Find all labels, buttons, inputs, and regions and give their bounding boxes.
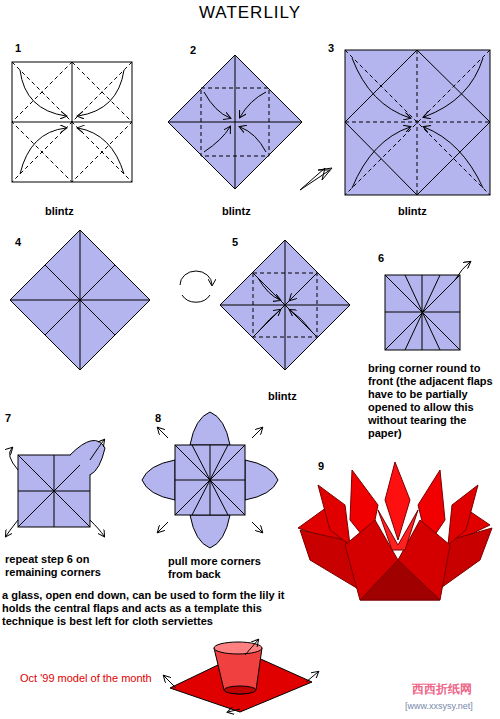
step4-diamond xyxy=(10,230,150,370)
watermark: 西西折纸网 xyxy=(412,683,472,696)
step-number: 3 xyxy=(328,42,334,55)
step5-diamond xyxy=(220,240,350,370)
step8-flower xyxy=(142,412,278,548)
watermark: [www.xxsysy.net] xyxy=(405,700,473,713)
step2-diamond xyxy=(168,55,302,189)
step-number: 2 xyxy=(190,44,196,57)
step-number: 5 xyxy=(232,236,238,249)
step-caption: blintz xyxy=(45,205,74,218)
technique-note: a glass, open end down, can be used to f… xyxy=(2,589,302,628)
waterlily-model xyxy=(298,462,492,600)
step-number: 7 xyxy=(5,412,11,425)
step-number: 9 xyxy=(318,460,324,473)
step-number: 6 xyxy=(378,252,384,265)
step-caption: blintz xyxy=(222,205,251,218)
step-note: bring corner round to front (the adjacen… xyxy=(368,362,493,440)
glass-template xyxy=(164,640,318,712)
step7-square xyxy=(6,440,105,536)
step-number: 8 xyxy=(155,412,161,425)
model-of-month-note: Oct '99 model of the month xyxy=(20,672,160,685)
step3-square xyxy=(345,50,490,195)
step-caption: blintz xyxy=(268,390,297,403)
step-caption: blintz xyxy=(398,205,427,218)
step-number: 1 xyxy=(15,42,21,55)
step6-square xyxy=(385,262,470,350)
step-note: repeat step 6 on remaining corners xyxy=(5,553,140,579)
diagram-title: WATERLILY xyxy=(100,6,400,19)
step-note: pull more corners from back xyxy=(168,555,278,581)
step1-square xyxy=(12,62,132,182)
flow-arrow xyxy=(300,168,332,190)
turn-over-arrow xyxy=(180,271,212,302)
step-number: 4 xyxy=(15,236,21,249)
